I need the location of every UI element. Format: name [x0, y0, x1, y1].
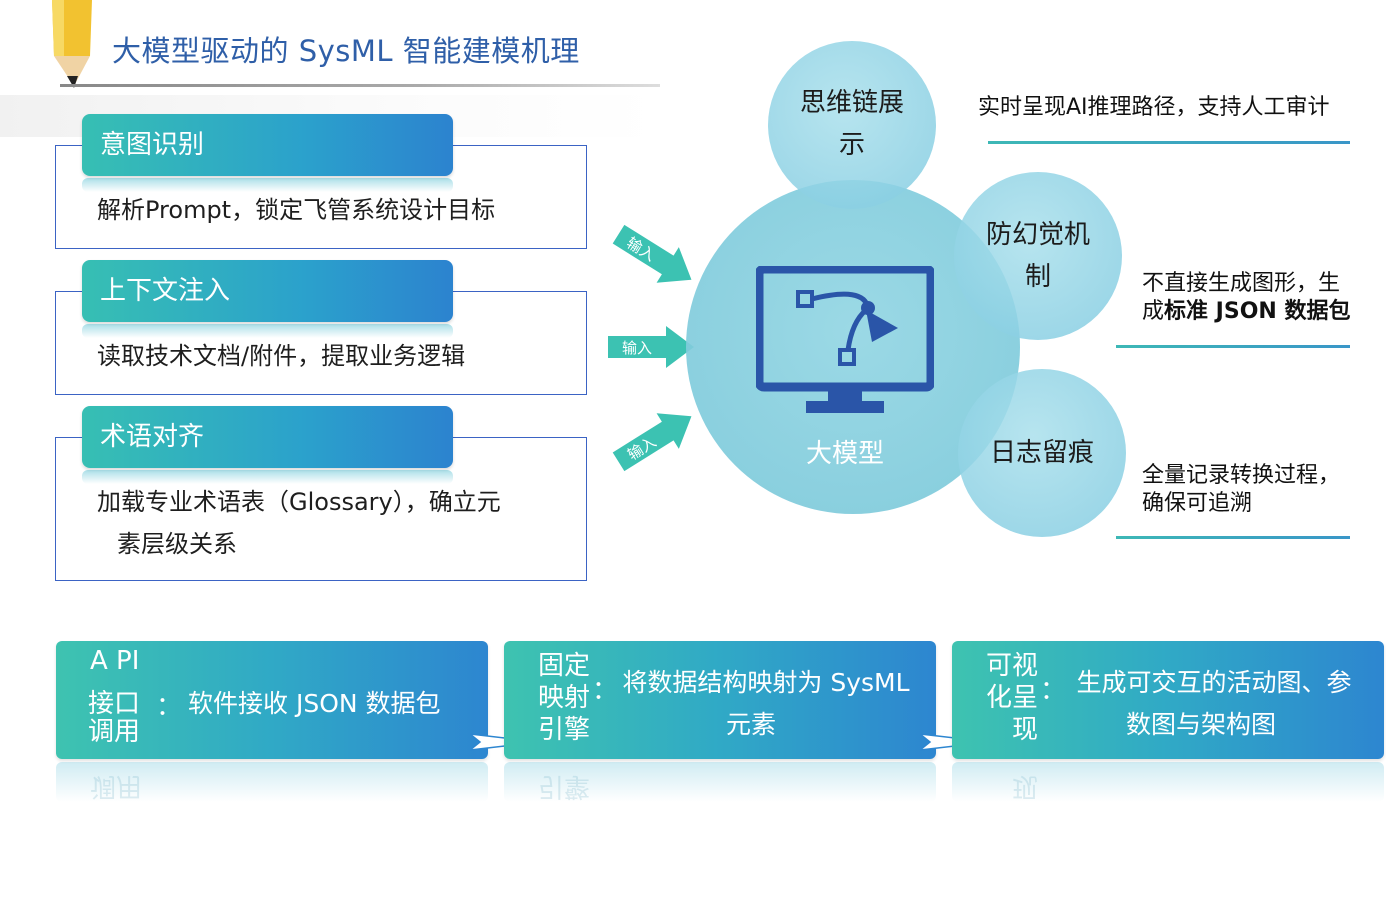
circle-anti-hallucination-line1: 防幻觉机 — [985, 220, 1090, 250]
circle-chain-of-thought-line2: 示 — [838, 130, 865, 160]
bar-mapping-engine-colon: ： — [592, 676, 619, 706]
bar-visualization-name-1: 可视 — [986, 651, 1039, 681]
note-chain-of-thought: 实时呈现AI推理路径，支持人工审计 — [978, 95, 1330, 120]
bar-api-call-name-top: A PI — [90, 646, 140, 676]
card-intent-header: 意图识别 — [82, 114, 453, 176]
bar-mapping-engine-reflection — [504, 762, 936, 802]
card-glossary-text-1: 加载专业术语表（Glossary），确立元 — [97, 488, 501, 516]
monitor-vector-curve-icon — [754, 264, 936, 416]
card-intent-fade — [82, 178, 453, 192]
title-underline — [60, 84, 660, 87]
input-arrow-3: 输入 — [607, 398, 702, 479]
bar-mapping-engine-name-3: 引擎 — [538, 715, 591, 745]
bar-visualization — [952, 641, 1384, 759]
bar-mapping-engine-reflection-text: 引擎 — [538, 771, 591, 801]
card-glossary-header: 术语对齐 — [82, 406, 453, 468]
input-arrow-2: 输入 — [608, 326, 694, 368]
pencil-icon — [40, 0, 100, 92]
note-anti-hallucination-2a: 成 — [1142, 299, 1165, 324]
bar-mapping-engine-name-2: 映射 — [538, 683, 591, 713]
bar-visualization-desc-1: 生成可交互的活动图、参 — [1076, 668, 1352, 697]
bar-api-call — [56, 641, 488, 759]
note-anti-hallucination-2b: 标准 JSON 数据包 — [1164, 299, 1351, 324]
bar-visualization-colon: ： — [1040, 676, 1067, 706]
bar-api-call-name-1: 接口 — [88, 689, 141, 719]
circle-log-trace-line1: 日志留痕 — [989, 438, 1094, 468]
note-chain-of-thought-rule — [988, 141, 1350, 144]
bar-mapping-engine-desc-1: 将数据结构映射为 SysML — [622, 668, 910, 697]
note-anti-hallucination-2: 成标准 JSON 数据包 — [1142, 298, 1350, 326]
bar-mapping-engine-desc-2: 元素 — [725, 710, 776, 739]
bar-api-call-reflection-text: 调用 — [90, 771, 143, 801]
bar-api-call-name-2: 调用 — [88, 717, 141, 747]
page-title: 大模型驱动的 SysML 智能建模机理 — [112, 34, 580, 68]
circle-anti-hallucination-line2: 制 — [1024, 262, 1051, 292]
note-log-trace-1: 全量记录转换过程， — [1142, 463, 1341, 488]
note-anti-hallucination-1: 不直接生成图形，生 — [1142, 271, 1341, 296]
circle-log-trace — [958, 369, 1126, 537]
bar-mapping-engine-name-1: 固定 — [538, 651, 591, 681]
note-log-trace-rule — [1116, 536, 1350, 539]
bar-mapping-engine — [504, 641, 936, 759]
input-arrow-2-label: 输入 — [622, 339, 653, 357]
note-log-trace-2: 确保可追溯 — [1142, 491, 1253, 516]
bar-visualization-reflection-text: 现 — [1012, 771, 1039, 801]
card-context-text: 读取技术文档/附件，提取业务逻辑 — [97, 342, 466, 370]
circle-anti-hallucination — [954, 172, 1122, 340]
input-arrow-1: 输入 — [607, 216, 702, 297]
bar-visualization-name-2: 化呈 — [986, 683, 1039, 713]
bar-api-call-reflection — [56, 762, 488, 802]
card-context-header: 上下文注入 — [82, 260, 453, 322]
bar-visualization-reflection — [952, 762, 1384, 802]
bar-visualization-desc-2: 数图与架构图 — [1125, 710, 1276, 739]
note-anti-hallucination-rule — [1116, 345, 1350, 348]
bar-api-call-desc: 软件接收 JSON 数据包 — [188, 689, 441, 718]
llm-core-label: 大模型 — [805, 439, 884, 469]
bar-api-call-colon: ： — [156, 692, 183, 722]
card-context-fade — [82, 324, 453, 338]
card-intent-text: 解析Prompt，锁定飞管系统设计目标 — [97, 196, 496, 224]
card-glossary-text-2: 素层级关系 — [117, 530, 237, 558]
circle-chain-of-thought — [768, 41, 936, 209]
bar-visualization-name-3: 现 — [1012, 715, 1039, 745]
circle-chain-of-thought-line1: 思维链展 — [799, 88, 904, 118]
card-glossary-fade — [82, 470, 453, 484]
